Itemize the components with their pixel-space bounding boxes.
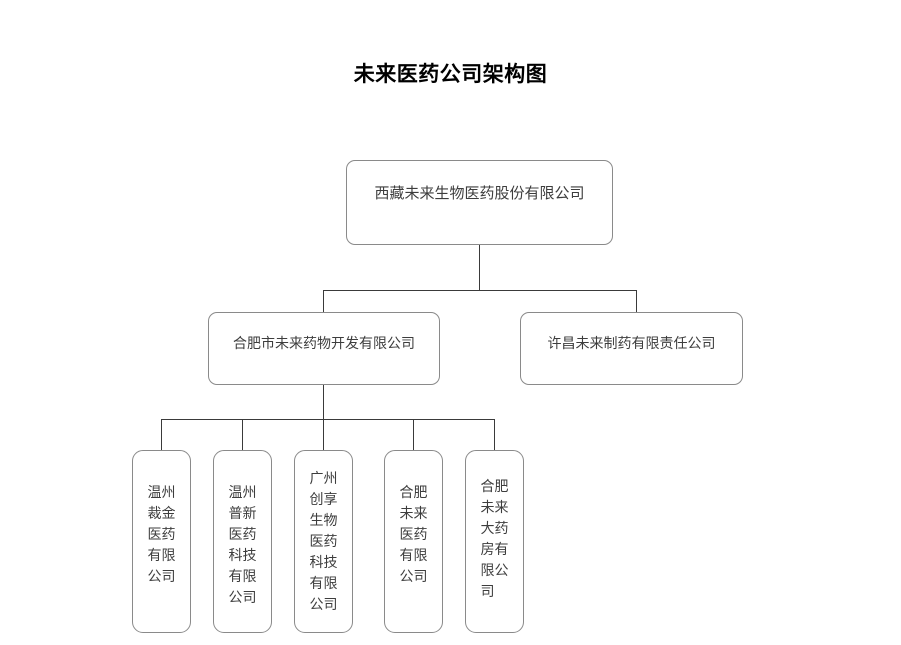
vtext-col-left: 温普医科有公 xyxy=(228,485,243,606)
connector-level3-bus xyxy=(161,419,494,420)
connector-root-down xyxy=(479,245,480,290)
org-node-root-label: 西藏未来生物医药股份有限公司 xyxy=(374,184,585,202)
vtext-col-left: 合未医有公 xyxy=(399,485,414,585)
vtext-col-right: 州享物药技限司 xyxy=(323,471,338,613)
connector-level3-drop-2 xyxy=(323,419,324,450)
org-node-level3-4-label: 肥来药有公 合未大房限司 xyxy=(466,451,523,632)
vtext-col-right: 州新药技限司 xyxy=(242,485,257,606)
connector-level2-drop-1 xyxy=(636,290,637,312)
org-node-level2-0[interactable]: 合肥市未来药物开发有限公司 xyxy=(208,312,440,385)
org-node-level3-4[interactable]: 肥来药有公 合未大房限司 xyxy=(465,450,524,633)
vtext-col-right: 州金药限司 xyxy=(161,485,176,585)
org-node-level3-3-label: 肥来药限司 合未医有公 xyxy=(385,451,442,632)
connector-level2-bus xyxy=(323,290,636,291)
vtext-col-right: 肥来药限司 xyxy=(413,485,428,585)
connector-level2-drop-0 xyxy=(323,290,324,312)
connector-level2-0-down xyxy=(323,385,324,419)
vtext-col-left: 合未大房限司 xyxy=(480,479,495,600)
org-node-level2-1[interactable]: 许昌未来制药有限责任公司 xyxy=(520,312,743,385)
org-node-level3-2-label: 州享物药技限司 广创生医科有公 xyxy=(295,451,352,632)
org-node-level3-1-label: 州新药技限司 温普医科有公 xyxy=(214,451,271,632)
org-node-level2-0-label: 合肥市未来药物开发有限公司 xyxy=(233,336,415,352)
org-node-level2-1-label: 许昌未来制药有限责任公司 xyxy=(547,336,716,352)
org-node-level3-2[interactable]: 州享物药技限司 广创生医科有公 xyxy=(294,450,353,633)
connector-level3-drop-0 xyxy=(161,419,162,450)
vtext-col-left: 广创生医科有公 xyxy=(309,471,324,613)
org-node-level3-0-label: 州金药限司 温裁医有公 xyxy=(133,451,190,632)
connector-level3-drop-3 xyxy=(413,419,414,450)
vtext-col-left: 温裁医有公 xyxy=(147,485,162,585)
org-node-level3-3[interactable]: 肥来药限司 合未医有公 xyxy=(384,450,443,633)
vtext-col-right: 肥来药有公 xyxy=(494,479,509,579)
org-node-level3-1[interactable]: 州新药技限司 温普医科有公 xyxy=(213,450,272,633)
page-title: 未来医药公司架构图 xyxy=(353,62,548,86)
connector-level3-drop-1 xyxy=(242,419,243,450)
org-node-level3-0[interactable]: 州金药限司 温裁医有公 xyxy=(132,450,191,633)
org-node-root[interactable]: 西藏未来生物医药股份有限公司 xyxy=(346,160,613,245)
connector-level3-drop-4 xyxy=(494,419,495,450)
